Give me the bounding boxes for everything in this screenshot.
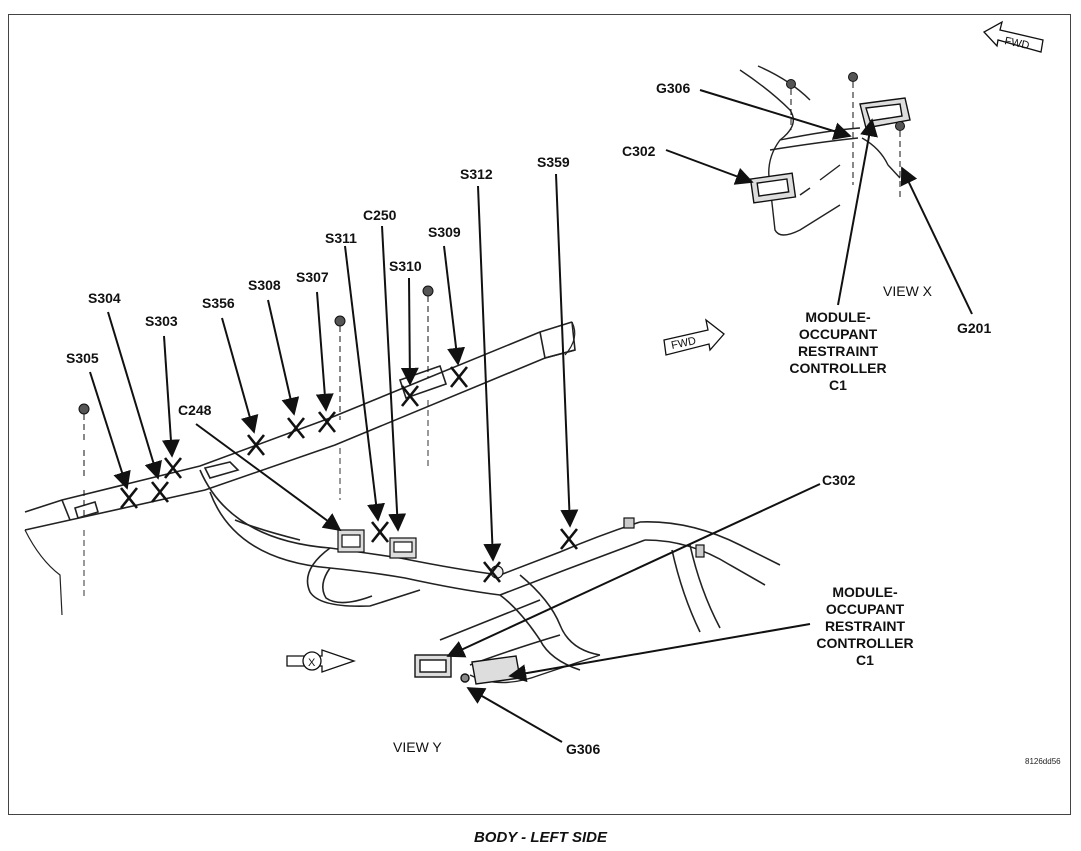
bolt-icon [786,79,796,89]
label-s310: S310 [389,258,422,274]
module-label-top-line: MODULE- [805,309,871,325]
module-label-top-line: CONTROLLER [789,360,887,376]
module-label-bottom-line: MODULE- [832,584,898,600]
label-s303: S303 [145,313,178,329]
x-label: X [308,657,316,669]
leader-lines [89,173,579,562]
splice-s307-mark [317,411,337,433]
label-s307: S307 [296,269,329,285]
splice-s359-mark [559,528,579,550]
connector-c250 [389,537,417,559]
connector-c302-bottom [414,654,452,678]
wiring-harness [199,469,781,671]
bolt-icon [895,121,905,131]
fwd-arrow-main: FWD [663,318,725,356]
label-s359: S359 [537,154,570,170]
view-y-leaders [446,483,821,743]
splice-s312-mark [482,561,502,583]
view-y-label: VIEW Y [393,739,442,755]
connector-c248 [337,529,365,553]
splice-s305-mark [119,487,139,509]
figure-id: 8126dd56 [1025,757,1061,766]
label-c302-bottom: C302 [822,472,856,488]
splice-markers [119,366,579,583]
splice-s303-mark [163,457,183,479]
view-x-inset [739,65,911,236]
label-g306-top: G306 [656,80,691,96]
bolt-icon [334,315,346,420]
label-s309: S309 [428,224,461,240]
splice-s304-mark [150,481,170,503]
view-x-leaders [665,89,973,315]
bolt-icon [78,403,90,520]
label-s308: S308 [248,277,281,293]
module-label-bottom: MODULE- OCCUPANT RESTRAINT CONTROLLER C1 [810,584,920,669]
fwd-label-main: FWD [670,335,697,352]
fwd-label-inset: FWD [1003,35,1030,52]
module-label-bottom-line: RESTRAINT [824,618,906,634]
diagram-frame [8,14,1071,815]
body-rail [24,321,576,616]
connector-c302-top [749,172,797,204]
splice-s311-mark [370,521,390,543]
label-c248: C248 [178,402,212,418]
view-x-pointer: X [286,649,356,673]
bolt-icon [422,285,434,378]
rail-bolts [78,285,434,600]
label-g306-bottom: G306 [566,741,601,757]
label-s311: S311 [325,230,357,246]
view-x-fwd-arrow: FWD [982,20,1044,53]
harness-connectors [337,517,705,579]
module-label-top-line: RESTRAINT [797,343,879,359]
bolt-icon [848,72,858,82]
view-y-inset [414,654,601,685]
module-label-bottom-line: OCCUPANT [825,601,905,617]
splice-s309-mark [449,366,469,388]
splice-s310-mark [400,385,420,407]
label-c250: C250 [363,207,397,223]
module-label-top-line: C1 [829,377,847,393]
splice-s308-mark [286,417,306,439]
module-occupant-restraint-controller-bottom [460,655,521,685]
inset-bolts [786,72,905,200]
label-s312: S312 [460,166,493,182]
label-s356: S356 [202,295,235,311]
module-label-top: MODULE- OCCUPANT RESTRAINT CONTROLLER C1 [784,309,892,394]
label-s304: S304 [88,290,121,306]
view-x-label: VIEW X [883,283,933,299]
module-label-bottom-line: CONTROLLER [816,635,914,651]
label-s305: S305 [66,350,99,366]
splice-s356-mark [246,434,266,456]
module-label-top-line: OCCUPANT [798,326,878,342]
figure-caption: BODY - LEFT SIDE [473,829,608,846]
label-g201: G201 [957,320,992,336]
module-label-bottom-line: C1 [856,652,874,668]
label-c302-top: C302 [622,143,656,159]
